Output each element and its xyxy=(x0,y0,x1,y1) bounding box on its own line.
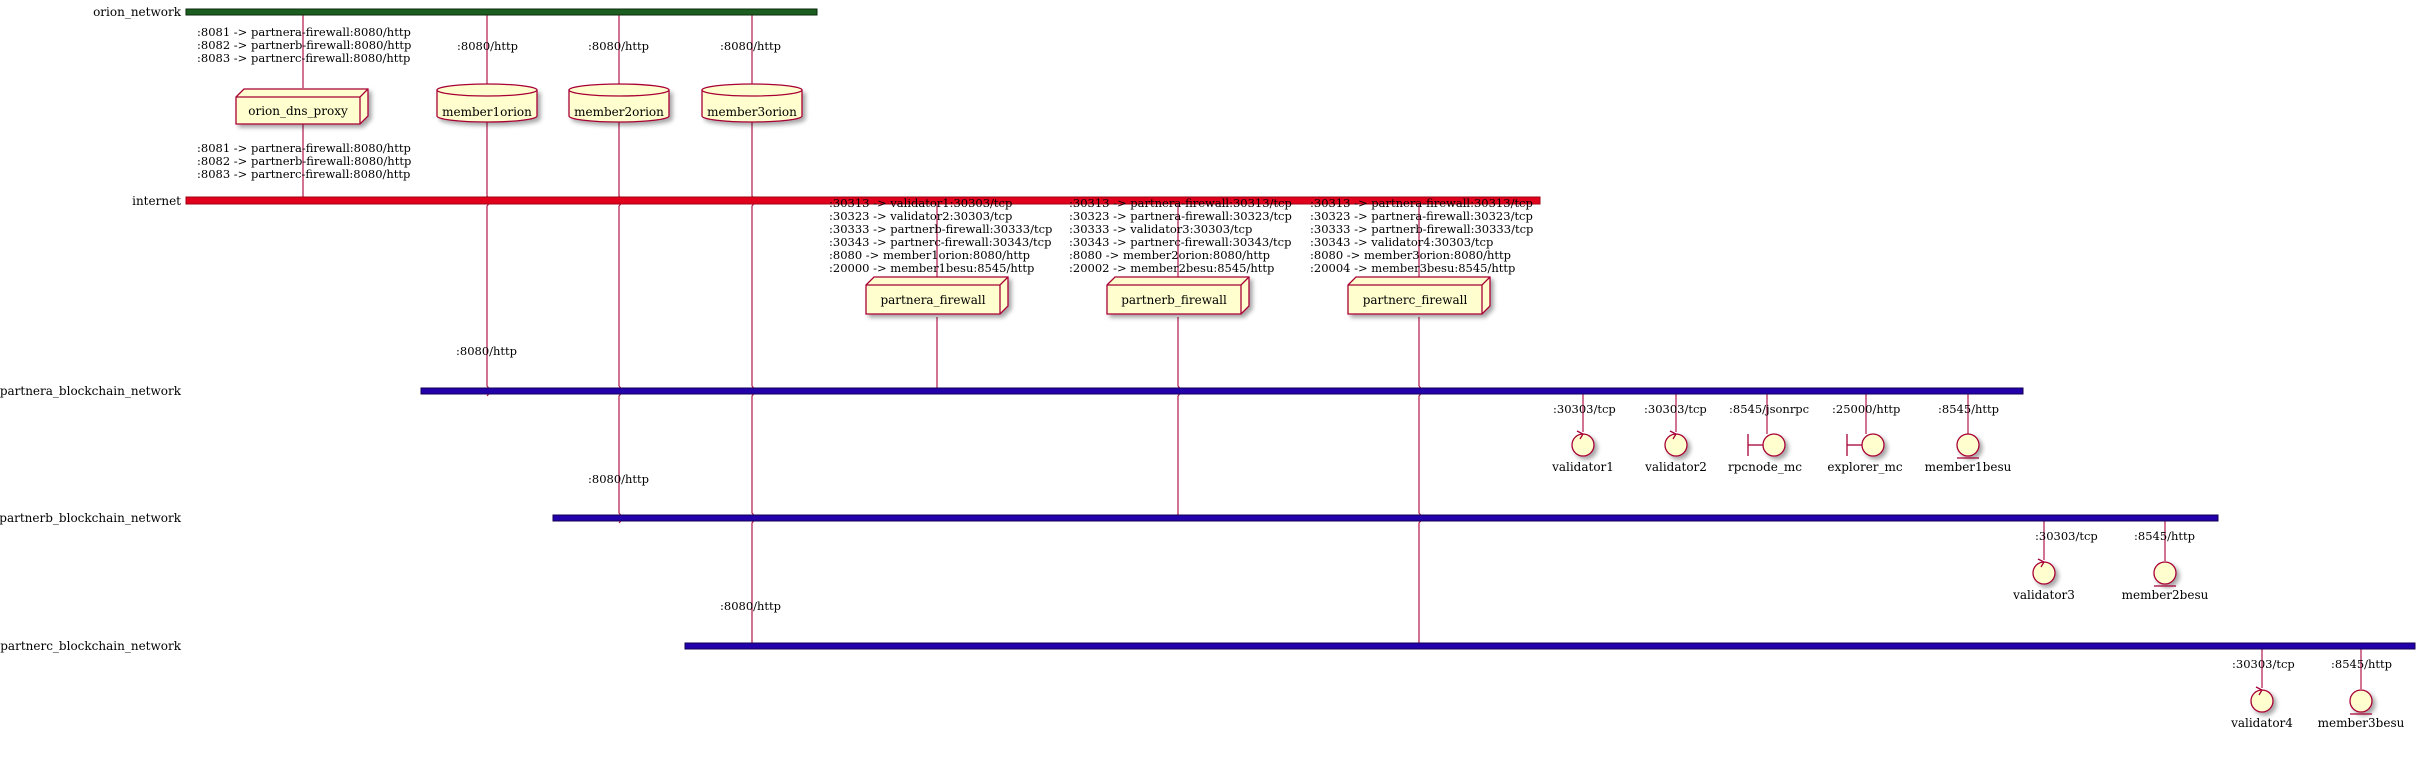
validator2-label: validator2 xyxy=(1644,460,1707,474)
member1orion-label: member1orion xyxy=(442,105,532,119)
member1besu-node: member1besu xyxy=(1925,433,2012,474)
partnera-firewall-label: partnera_firewall xyxy=(880,293,985,307)
validator3-port: :30303/tcp xyxy=(2035,529,2098,543)
member2orion-db: member2orion xyxy=(568,83,670,123)
member1besu-port: :8545/http xyxy=(1938,402,1999,416)
member1orion-orion-port: :8080/http xyxy=(457,39,518,53)
fw-c-net-link xyxy=(1418,317,1423,646)
explorer-label: explorer_mc xyxy=(1827,460,1903,474)
entity-icon xyxy=(1956,433,1980,457)
proxy-orion-label-0: :8081 -> partnera-firewall:8080/http xyxy=(197,25,411,39)
fw-a-port-2: :30333 -> partnerb-firewall:30333/tcp xyxy=(829,222,1052,236)
control-icon xyxy=(2032,561,2056,585)
member1besu-label: member1besu xyxy=(1925,460,2012,474)
partnerb-network-label: partnerb_blockchain_network xyxy=(0,511,182,525)
control-icon xyxy=(1571,433,1595,457)
link-labels: :8081 -> partnera-firewall:8080/http :80… xyxy=(197,25,2392,671)
member2orion-net-port: :8080/http xyxy=(588,472,649,486)
explorer-port: :25000/http xyxy=(1832,402,1900,416)
fw-a-port-0: :30313 -> validator1:30303/tcp xyxy=(829,196,1012,210)
proxy-node: orion_dns_proxy xyxy=(235,88,369,125)
proxy-internet-label-2: :8083 -> partnerc-firewall:8080/http xyxy=(197,167,410,181)
partnerb-firewall-node: partnerb_firewall xyxy=(1106,276,1250,315)
fw-b-port-4: :8080 -> member2orion:8080/http xyxy=(1069,248,1270,262)
fw-a-port-1: :30323 -> validator2:30303/tcp xyxy=(829,209,1012,223)
partnerc-firewall-node: partnerc_firewall xyxy=(1347,276,1491,315)
entity-icon xyxy=(2153,561,2177,585)
member1orion-db: member1orion xyxy=(436,83,538,123)
entity-icon xyxy=(2349,689,2373,713)
proxy-internet-label-1: :8082 -> partnerb-firewall:8080/http xyxy=(197,154,411,168)
fw-c-port-1: :30323 -> partnera-firewall:30323/tcp xyxy=(1310,209,1533,223)
member2besu-label: member2besu xyxy=(2122,588,2209,602)
fw-a-port-4: :8080 -> member1orion:8080/http xyxy=(829,248,1030,262)
fw-c-port-4: :8080 -> member3orion:8080/http xyxy=(1310,248,1511,262)
orion-network-label: orion_network xyxy=(93,5,182,19)
partnerc-network-label: partnerc_blockchain_network xyxy=(0,639,181,653)
rpcnode-label: rpcnode_mc xyxy=(1728,460,1802,474)
validator4-label: validator4 xyxy=(2230,716,2293,730)
fw-b-port-2: :30333 -> validator3:30303/tcp xyxy=(1069,222,1252,236)
member3orion-net-port: :8080/http xyxy=(720,599,781,613)
explorer-node: explorer_mc xyxy=(1827,433,1903,474)
proxy-node-label: orion_dns_proxy xyxy=(248,104,348,118)
rpcnode-node: rpcnode_mc xyxy=(1728,433,1802,474)
boundary-icon xyxy=(1861,433,1885,457)
control-icon xyxy=(1664,433,1688,457)
fw-c-port-5: :20004 -> member3besu:8545/http xyxy=(1310,261,1515,275)
fw-a-port-3: :30343 -> partnerc-firewall:30343/tcp xyxy=(829,235,1051,249)
fw-c-port-2: :30333 -> partnerb-firewall:30333/tcp xyxy=(1310,222,1533,236)
validator2-port: :30303/tcp xyxy=(1644,402,1707,416)
fw-b-port-0: :30313 -> partnera-firewall:30313/tcp xyxy=(1069,196,1292,210)
member3orion-db: member3orion xyxy=(701,83,803,123)
partnerb-firewall-label: partnerb_firewall xyxy=(1121,293,1227,307)
validator1-node: validator1 xyxy=(1551,430,1614,474)
fw-b-port-5: :20002 -> member2besu:8545/http xyxy=(1069,261,1274,275)
fw-c-port-0: :30313 -> partnera-firewall:30313/tcp xyxy=(1310,196,1533,210)
member2orion-orion-port: :8080/http xyxy=(588,39,649,53)
proxy-orion-label-2: :8083 -> partnerc-firewall:8080/http xyxy=(197,51,410,65)
validator1-label: validator1 xyxy=(1551,460,1614,474)
network-bars xyxy=(185,8,2416,650)
orion-network-bar xyxy=(185,8,818,16)
member3besu-node: member3besu xyxy=(2318,689,2405,730)
fw-b-port-1: :30323 -> partnera-firewall:30323/tcp xyxy=(1069,209,1292,223)
fw-a-port-5: :20000 -> member1besu:8545/http xyxy=(829,261,1034,275)
internet-label: internet xyxy=(132,194,181,208)
fw-b-net-link xyxy=(1177,317,1182,518)
member2besu-node: member2besu xyxy=(2122,561,2209,602)
boundary-icon xyxy=(1762,433,1786,457)
rpcnode-port: :8545/jsonrpc xyxy=(1729,402,1809,416)
member1orion-net-port: :8080/http xyxy=(456,344,517,358)
partnerc-firewall-label: partnerc_firewall xyxy=(1363,293,1468,307)
network-labels: orion_network internet partnera_blockcha… xyxy=(0,5,182,653)
validator3-node: validator3 xyxy=(2012,558,2075,602)
fw-b-port-3: :30343 -> partnerc-firewall:30343/tcp xyxy=(1069,235,1291,249)
proxy-internet-label-0: :8081 -> partnera-firewall:8080/http xyxy=(197,141,411,155)
member2besu-port: :8545/http xyxy=(2134,529,2195,543)
partnera-network-label: partnera_blockchain_network xyxy=(0,384,182,398)
member2orion-label: member2orion xyxy=(574,105,664,119)
member3orion-label: member3orion xyxy=(707,105,797,119)
validator4-node: validator4 xyxy=(2230,686,2293,730)
member3orion-orion-port: :8080/http xyxy=(720,39,781,53)
member3besu-port: :8545/http xyxy=(2331,657,2392,671)
partnera-network-bar xyxy=(420,387,2024,395)
validator4-port: :30303/tcp xyxy=(2232,657,2295,671)
fw-c-port-3: :30343 -> validator4:30303/tcp xyxy=(1310,235,1493,249)
control-icon xyxy=(2250,689,2274,713)
partnerb-network-bar xyxy=(552,514,2219,522)
validator3-label: validator3 xyxy=(2012,588,2075,602)
member2orion-net-link xyxy=(618,122,623,524)
proxy-orion-label-1: :8082 -> partnerb-firewall:8080/http xyxy=(197,38,411,52)
validator1-port: :30303/tcp xyxy=(1553,402,1616,416)
internet-bar xyxy=(185,196,1541,205)
validator2-node: validator2 xyxy=(1644,430,1707,474)
partnera-firewall-node: partnera_firewall xyxy=(865,276,1009,315)
member3besu-label: member3besu xyxy=(2318,716,2405,730)
partnerc-network-bar xyxy=(684,642,2416,650)
